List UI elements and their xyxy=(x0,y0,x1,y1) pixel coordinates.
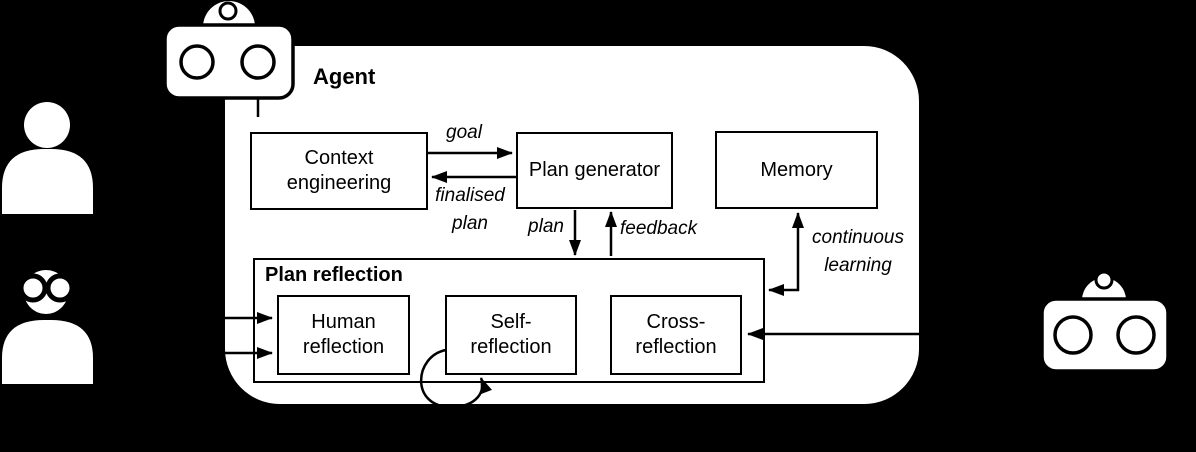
expert-head xyxy=(24,270,68,314)
robot-antenna-icon xyxy=(218,1,238,21)
human-reflection-box: Human reflection xyxy=(277,295,410,375)
robot-eye-left xyxy=(179,44,215,80)
human-expert-glasses-icon xyxy=(2,270,93,384)
user-head xyxy=(24,102,70,148)
robot-head-icon xyxy=(1040,270,1170,373)
expert-glasses-right xyxy=(45,273,75,303)
self-reflection-box: Self- reflection xyxy=(445,295,577,375)
edge-label-plan: plan xyxy=(528,216,564,237)
robot-face xyxy=(1040,297,1170,373)
memory-box: Memory xyxy=(715,131,878,209)
edge-label-feedback: feedback xyxy=(620,218,698,239)
edge-label-finalised-plan: finalised plan xyxy=(435,185,505,234)
robot-dome xyxy=(1082,278,1126,300)
robot-eye-left xyxy=(1053,315,1093,355)
robot-antenna-icon xyxy=(1094,270,1114,290)
plan-generator-label: Plan generator xyxy=(528,159,661,181)
self-reflection-label: Self- reflection xyxy=(470,311,552,358)
memory-label: Memory xyxy=(760,158,833,181)
cross-reflection-box: Cross- reflection xyxy=(610,295,742,375)
human-reflection-label: Human reflection xyxy=(302,311,385,358)
plan-reflection-title: Plan reflection xyxy=(265,264,403,286)
expert-body xyxy=(2,320,93,384)
context-engineering-label: Context engineering xyxy=(286,147,392,194)
edge-label-goal: goal xyxy=(446,122,482,143)
user-body xyxy=(2,149,93,214)
plan-generator-box: Plan generator xyxy=(516,132,673,209)
robot-eye-right xyxy=(1116,315,1156,355)
expert-glasses-left xyxy=(18,273,48,303)
human-user-icon xyxy=(2,102,93,214)
agent-title: Agent xyxy=(313,64,376,89)
cross-reflection-label: Cross- reflection xyxy=(635,311,717,358)
robot-dome xyxy=(203,1,255,27)
context-engineering-box: Context engineering xyxy=(250,132,428,210)
edge-label-continuous-learning: continuous learning xyxy=(812,227,904,276)
